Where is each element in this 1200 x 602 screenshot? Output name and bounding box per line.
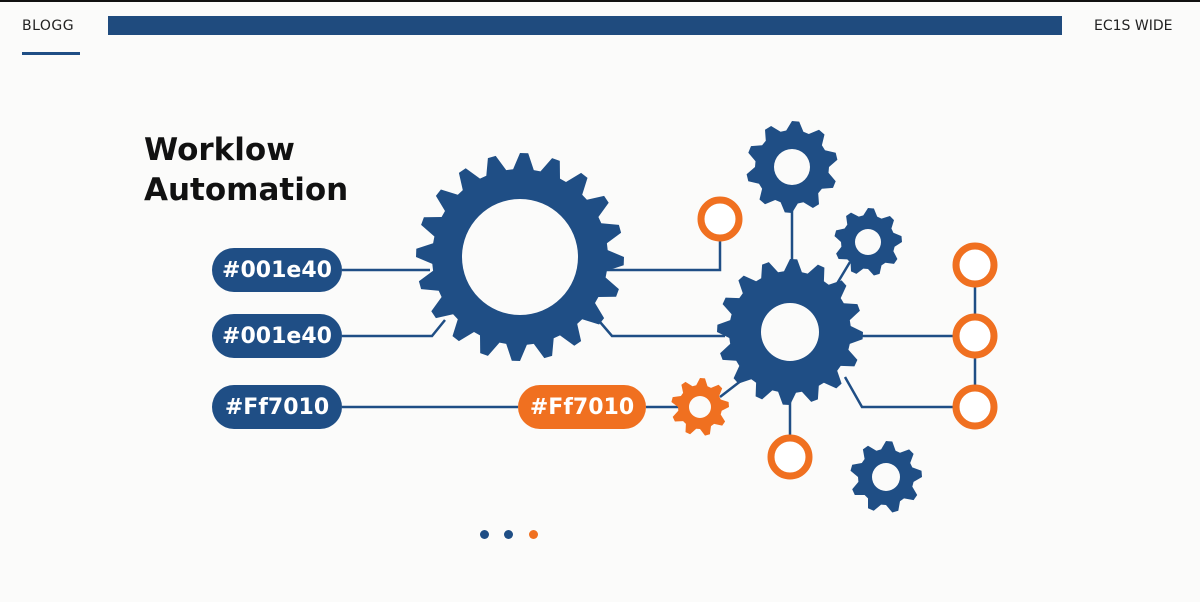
connector-line	[605, 239, 722, 272]
connector-line	[843, 376, 955, 409]
color-pill-2[interactable]: #001e40	[212, 314, 342, 358]
header-right-label[interactable]: EC1S WIDE	[1094, 18, 1173, 34]
title-line-1: Worklow	[144, 132, 295, 168]
color-pill-1[interactable]: #001e40	[212, 248, 342, 292]
orange-node-icon	[952, 313, 998, 359]
orange-node-icon	[697, 196, 743, 242]
color-pill-3[interactable]: #Ff7010	[212, 385, 342, 429]
orange-node-icon	[952, 384, 998, 430]
color-pill-orange[interactable]: #Ff7010	[518, 385, 646, 429]
large-gear-icon	[416, 153, 624, 361]
title-line-2: Automation	[144, 172, 349, 208]
pagination-dot-1[interactable]	[480, 530, 489, 539]
small-gear-icon	[850, 441, 922, 513]
header-bar	[108, 16, 1062, 35]
connector-line	[342, 319, 446, 338]
small-gear-icon	[746, 121, 838, 213]
connector-line	[599, 321, 725, 338]
orange-gear-icon	[671, 378, 729, 436]
orange-node-icon	[952, 242, 998, 288]
pagination-dot-3-active[interactable]	[529, 530, 538, 539]
active-tab-underline	[22, 52, 80, 55]
pagination-dot-2[interactable]	[504, 530, 513, 539]
medium-gear-icon	[717, 259, 863, 405]
brand-label[interactable]: BLOGG	[22, 18, 75, 34]
page-title: Worklow Automation	[144, 130, 348, 210]
orange-node-icon	[767, 434, 813, 480]
small-gear-icon	[834, 208, 902, 276]
